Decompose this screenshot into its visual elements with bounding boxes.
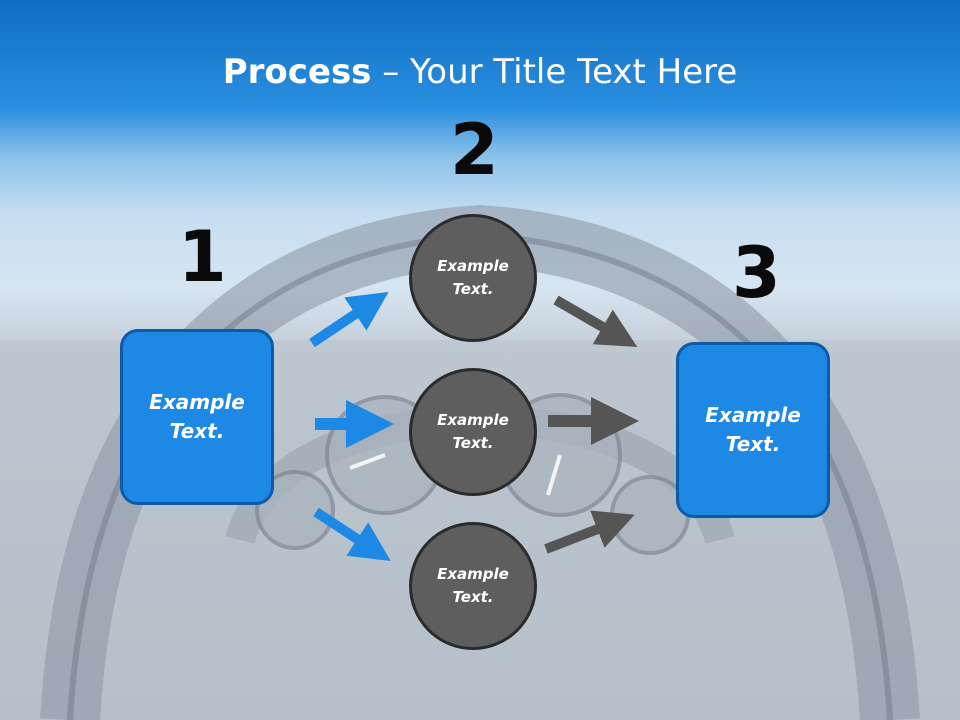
step-number-2: 2 bbox=[450, 109, 499, 191]
slide-title-bold: Process bbox=[222, 52, 372, 92]
circle-top-text: Example Text. bbox=[437, 257, 509, 298]
arrow-bottom-to-right bbox=[544, 510, 635, 554]
circle-bottom-text: Example Text. bbox=[437, 565, 509, 606]
right-box: Example Text. bbox=[676, 342, 830, 518]
step-number-1: 1 bbox=[178, 216, 227, 298]
left-box-text: Example Text. bbox=[149, 390, 245, 443]
left-box: Example Text. bbox=[120, 329, 274, 505]
step-number-3: 3 bbox=[732, 232, 781, 314]
slide-title: Process – Your Title Text Here bbox=[0, 52, 960, 92]
arrow-left-to-bottom bbox=[313, 507, 391, 561]
circle-top: Example Text. bbox=[409, 214, 537, 342]
arrow-top-to-right bbox=[553, 295, 638, 348]
right-box-text: Example Text. bbox=[705, 403, 801, 456]
arrow-left-to-top bbox=[309, 291, 389, 348]
circle-middle: Example Text. bbox=[409, 368, 537, 496]
slide-title-rest: – Your Title Text Here bbox=[371, 52, 738, 92]
circle-middle-text: Example Text. bbox=[437, 411, 509, 452]
circle-bottom: Example Text. bbox=[409, 522, 537, 650]
